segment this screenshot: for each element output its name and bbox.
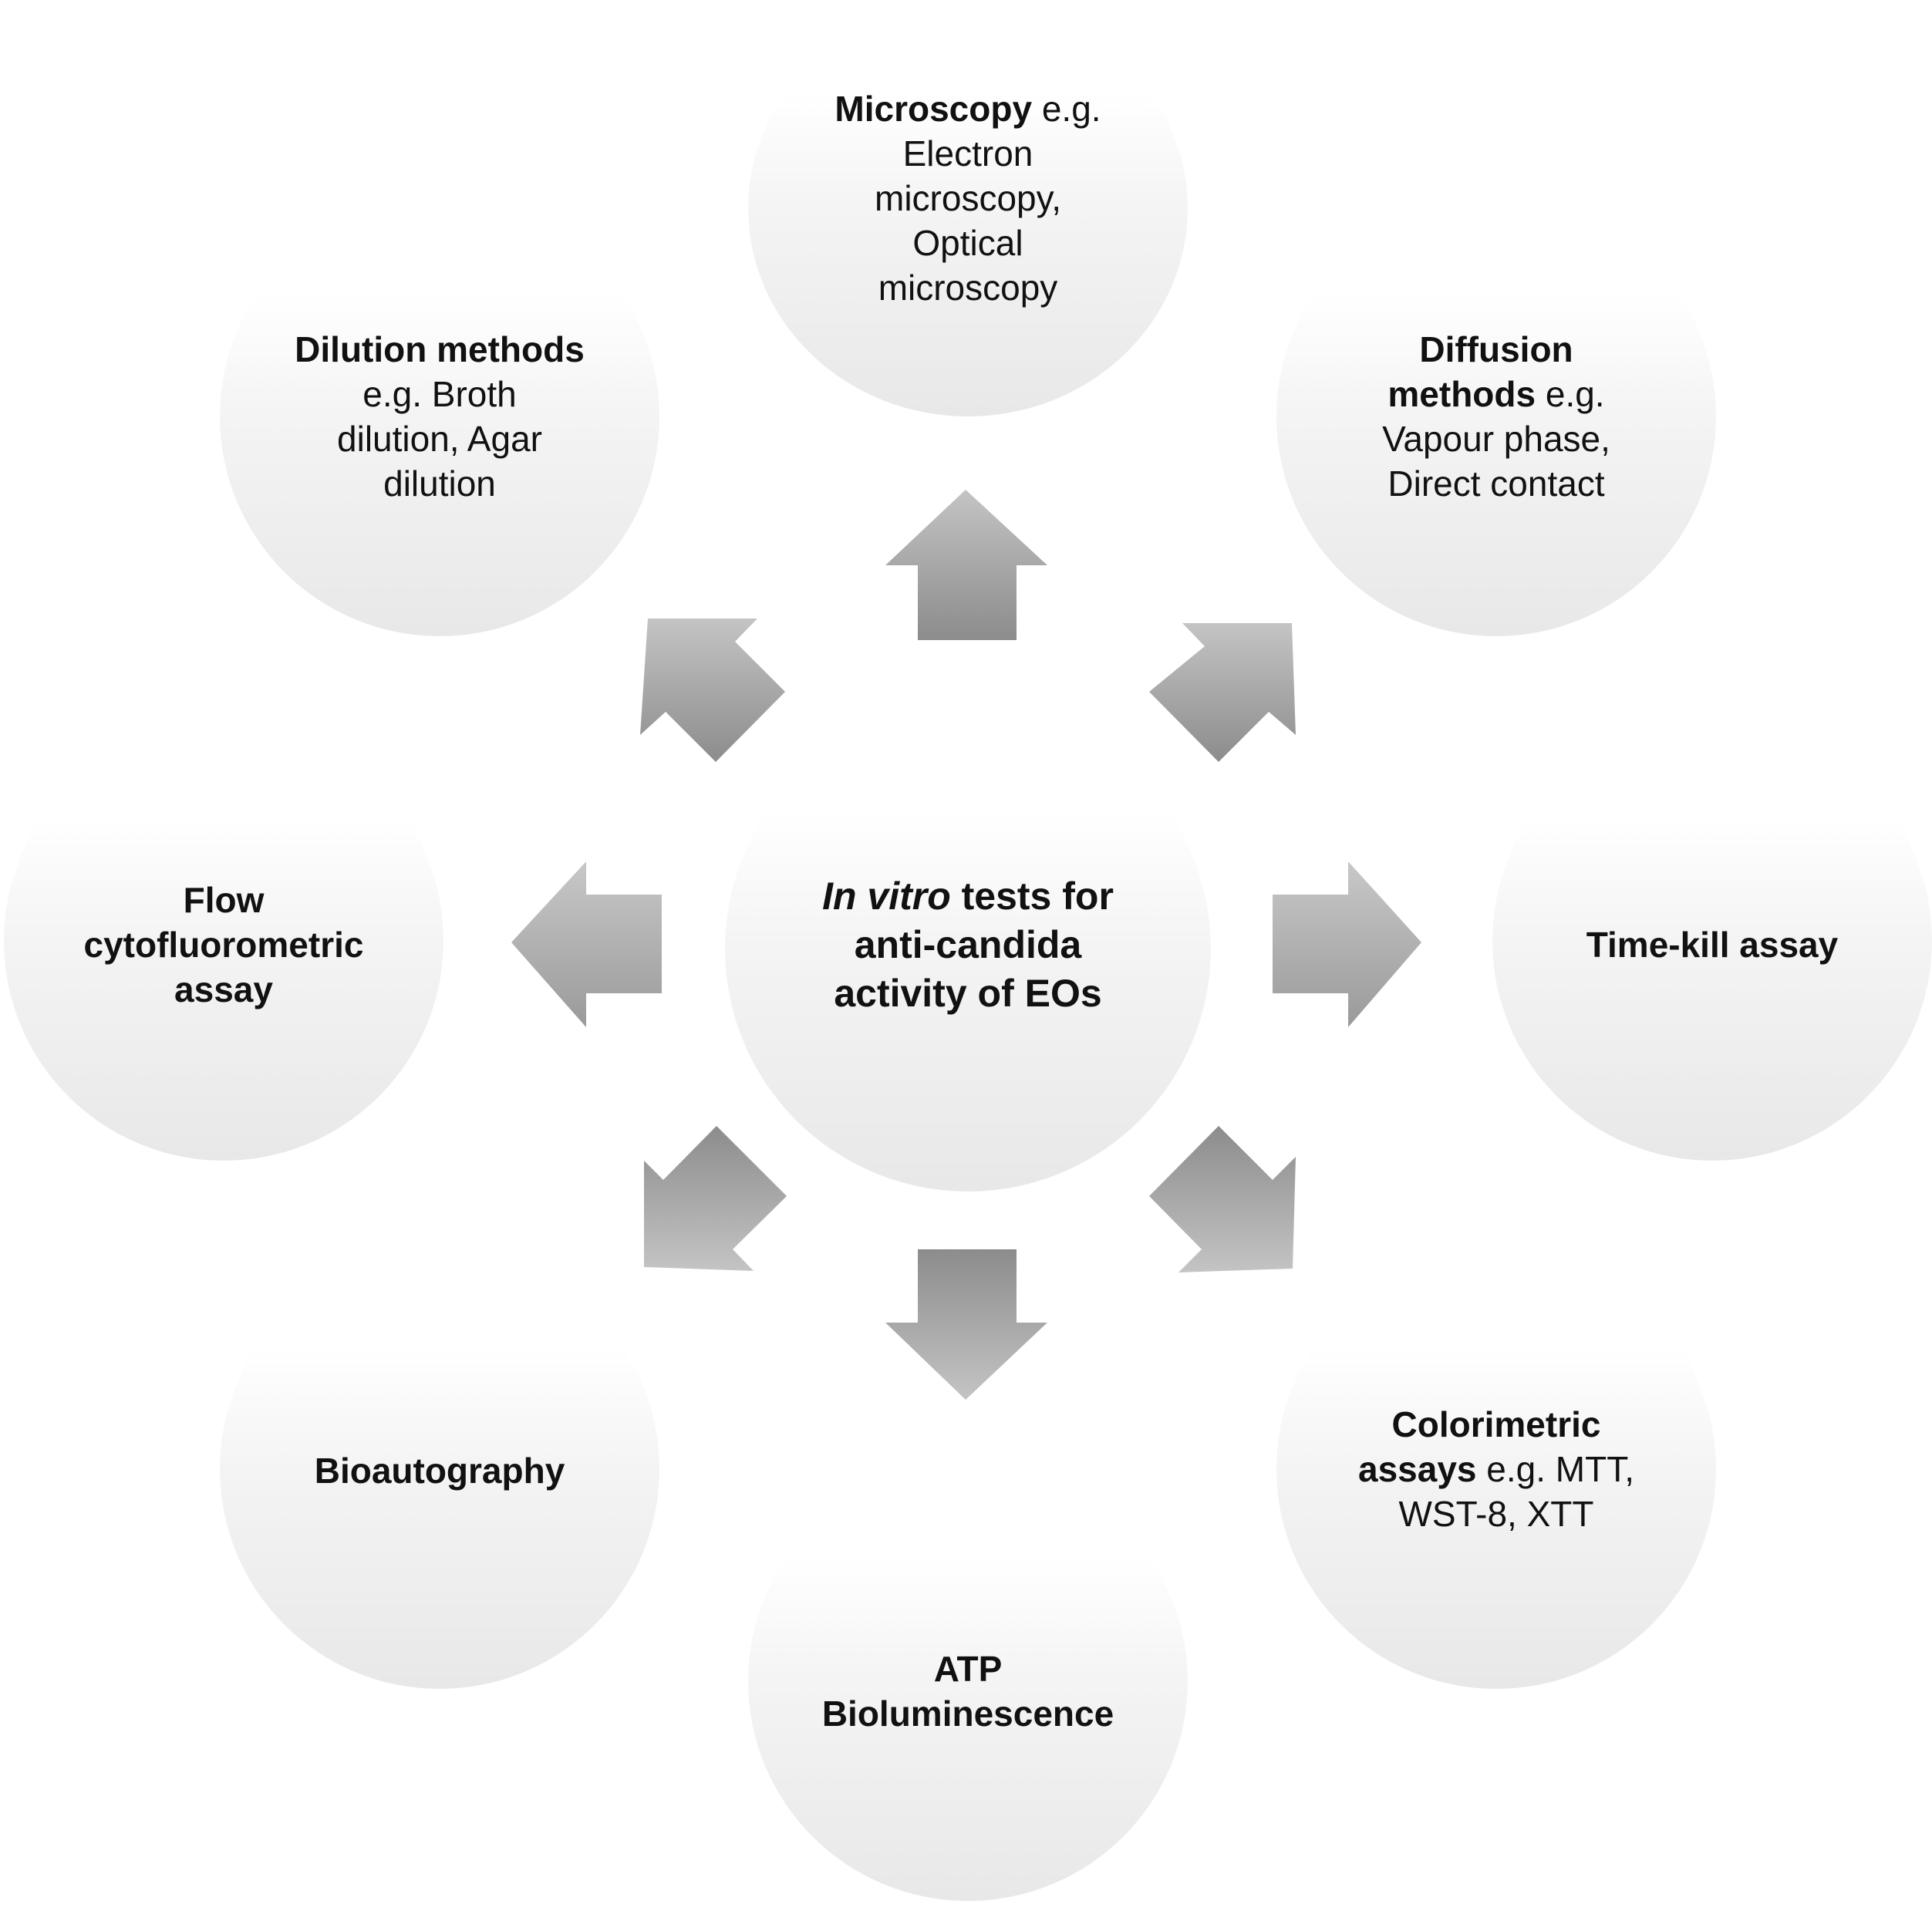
node-circle-center bbox=[725, 706, 1211, 1191]
colorimetric-line2-bold: assays bbox=[1358, 1449, 1477, 1489]
microscopy-line2: Electron bbox=[902, 133, 1033, 174]
atp-line2: Bioluminescence bbox=[821, 1693, 1114, 1734]
arrow-up-right-shape bbox=[1149, 623, 1296, 762]
arrow-up bbox=[885, 490, 1047, 640]
arrow-down-left-shape bbox=[644, 1126, 787, 1271]
node-circle-dilution bbox=[220, 197, 659, 636]
node-label-microscopy: Microscopy e.g. Electron microscopy, Opt… bbox=[771, 86, 1165, 310]
node-circle-microscopy bbox=[748, 0, 1188, 416]
timekill-line1: Time-kill assay bbox=[1586, 925, 1839, 965]
node-circle-flow bbox=[4, 721, 443, 1161]
diffusion-line2-bold: methods bbox=[1387, 374, 1536, 414]
node-circle-colorimetric bbox=[1276, 1249, 1716, 1689]
flow-line2: cytofluorometric bbox=[83, 925, 364, 965]
node-label-bioautography: Bioautography bbox=[243, 1444, 636, 1498]
arrow-right bbox=[1273, 861, 1421, 1027]
center-line3: activity of EOs bbox=[834, 971, 1102, 1015]
microscopy-line5: microscopy bbox=[878, 268, 1058, 308]
node-label-diffusion: Diffusion methods e.g. Vapour phase, Dir… bbox=[1300, 324, 1693, 509]
node-label-timekill: Time-kill assay bbox=[1512, 918, 1913, 972]
node-label-atp: ATP Bioluminescence bbox=[771, 1643, 1165, 1739]
diffusion-line4: Direct contact bbox=[1387, 463, 1605, 504]
diffusion-line1: Diffusion bbox=[1419, 329, 1573, 369]
colorimetric-line2-rest: e.g. MTT, bbox=[1476, 1449, 1634, 1489]
node-circle-atp bbox=[748, 1461, 1188, 1901]
arrow-down bbox=[885, 1249, 1047, 1400]
diffusion-line2-rest: e.g. bbox=[1536, 374, 1605, 414]
microscopy-line4: Optical bbox=[912, 223, 1023, 263]
node-circle-timekill bbox=[1492, 721, 1932, 1161]
node-label-flow: Flow cytofluorometric assay bbox=[31, 875, 416, 1014]
node-label-colorimetric: Colorimetric assays e.g. MTT, WST-8, XTT bbox=[1300, 1400, 1693, 1539]
node-circle-diffusion bbox=[1276, 197, 1716, 636]
atp-line1: ATP bbox=[933, 1648, 1003, 1689]
flow-line3: assay bbox=[174, 969, 273, 1009]
microscopy-bold: Microscopy bbox=[835, 89, 1033, 129]
dilution-line2: e.g. Broth bbox=[362, 374, 517, 414]
microscopy-line3: microscopy, bbox=[875, 178, 1061, 218]
dilution-line3: dilution, Agar bbox=[337, 419, 542, 459]
dilution-line1: Dilution methods bbox=[295, 329, 585, 369]
dilution-line4: dilution bbox=[383, 463, 496, 504]
center-line1-italic: In vitro bbox=[822, 874, 951, 918]
arrow-up-left-shape bbox=[640, 618, 785, 762]
diffusion-line3: Vapour phase, bbox=[1382, 419, 1610, 459]
arrow-down-right-shape bbox=[1149, 1126, 1296, 1272]
flow-line1: Flow bbox=[183, 880, 265, 920]
center-line1-rest: tests for bbox=[950, 874, 1114, 918]
microscopy-line1-rest: e.g. bbox=[1032, 89, 1101, 129]
node-label-dilution: Dilution methods e.g. Broth dilution, Ag… bbox=[243, 324, 636, 509]
bioautography-line1: Bioautography bbox=[314, 1451, 565, 1491]
colorimetric-line1: Colorimetric bbox=[1391, 1404, 1601, 1444]
node-circle-bioautography bbox=[220, 1249, 659, 1689]
center-line2: anti-candida bbox=[854, 922, 1082, 966]
arrow-left bbox=[511, 861, 662, 1027]
node-label-center: In vitro tests for anti-candida activity… bbox=[740, 868, 1195, 1022]
colorimetric-line3: WST-8, XTT bbox=[1398, 1494, 1594, 1534]
